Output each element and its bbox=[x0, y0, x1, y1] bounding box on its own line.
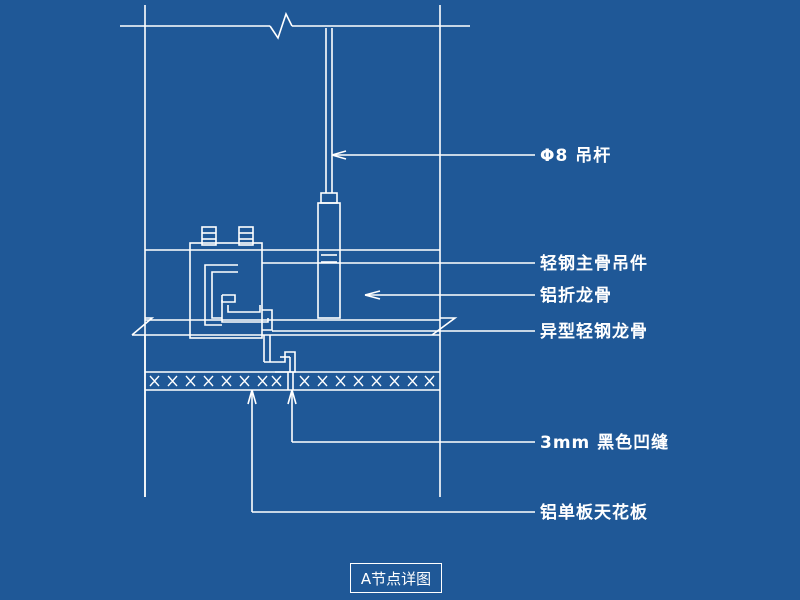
special-keel bbox=[263, 335, 296, 373]
label-special-keel: 异型轻钢龙骨 bbox=[540, 321, 648, 342]
label-rod: Φ8 吊杆 bbox=[540, 146, 611, 166]
label-aluminum-keel: 铝折龙骨 bbox=[540, 285, 612, 306]
top-slab bbox=[120, 11, 470, 40]
label-panel: 铝单板天花板 bbox=[540, 502, 648, 523]
beam-band bbox=[131, 249, 458, 497]
hanger-rod bbox=[317, 28, 341, 319]
label-main-hanger: 轻钢主骨吊件 bbox=[540, 253, 648, 274]
main-hanger-clip bbox=[189, 226, 273, 339]
caption-box: A节点详图 bbox=[350, 563, 442, 593]
label-hole: 3mm 黑色凹缝 bbox=[540, 432, 669, 453]
ceiling-panel bbox=[145, 371, 440, 391]
caption-text: A节点详图 bbox=[360, 569, 432, 588]
leader-lines bbox=[247, 150, 535, 513]
